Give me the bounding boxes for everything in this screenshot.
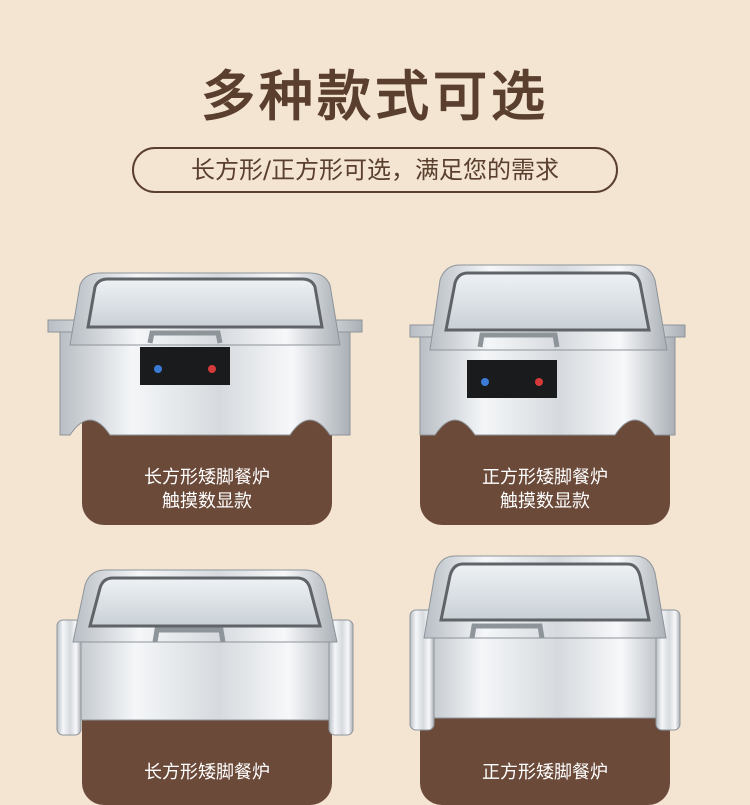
product-2-name: 正方形矮脚餐炉 — [482, 467, 608, 488]
rectangular-chafing-dish-touch-image — [47, 272, 363, 436]
product-1-name: 长方形矮脚餐炉 — [144, 467, 270, 488]
square-chafing-dish-image — [409, 555, 681, 731]
square-chafing-dish-touch-image — [409, 264, 686, 436]
product-4-name: 正方形矮脚餐炉 — [482, 762, 608, 783]
subtitle-pill: 长方形/正方形可选，满足您的需求 — [132, 147, 618, 193]
product-3-name: 长方形矮脚餐炉 — [144, 762, 270, 783]
product-2-type: 触摸数显款 — [500, 491, 590, 512]
rectangular-chafing-dish-image — [56, 569, 354, 736]
product-1-type: 触摸数显款 — [162, 491, 252, 512]
page-title: 多种款式可选 — [201, 65, 549, 128]
